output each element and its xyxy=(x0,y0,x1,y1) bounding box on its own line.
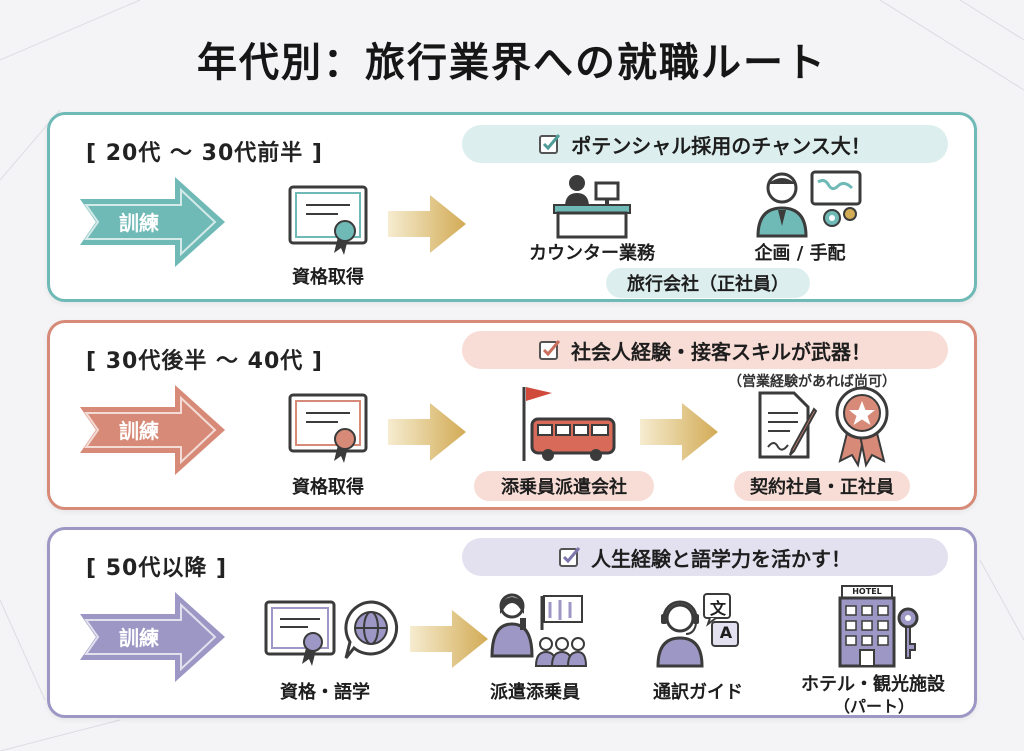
tagline-pill: 社会人経験・接客スキルが武器！ xyxy=(462,331,948,369)
route-step-badge: 添乗員派遣会社 xyxy=(474,471,654,501)
award-badge-icon xyxy=(835,386,889,468)
certificate-icon xyxy=(288,393,368,463)
section-20s: [ 20代 ～ 30代前半 ] ポテンシャル採用のチャンス大！ 訓練 資格取得 … xyxy=(47,112,977,302)
tagline-pill: ポテンシャル採用のチャンス大！ xyxy=(462,125,948,163)
gold-arrow-icon xyxy=(410,610,488,668)
tour-conductor-icon xyxy=(490,593,588,667)
certificate-icon xyxy=(288,185,368,255)
checkbox-icon xyxy=(559,547,581,567)
translate-char-ja: 文 xyxy=(709,599,726,618)
destination-badge: 旅行会社（正社員） xyxy=(606,268,810,298)
role-label: 企画 / 手配 xyxy=(754,243,846,264)
interpreter-headset-icon xyxy=(656,593,739,668)
training-arrow-icon xyxy=(80,592,225,682)
role-label: 派遣添乗員 xyxy=(490,682,580,703)
page-title: 年代別：旅行業界への就職ルート xyxy=(197,39,827,86)
tagline-text: 社会人経験・接客スキルが武器！ xyxy=(571,339,871,364)
note-text: （営業経験があれば尚可） xyxy=(728,374,896,390)
planning-person-icon xyxy=(756,170,862,238)
period-label: [ 50代以降 ] xyxy=(86,556,228,581)
section-30s-40s: [ 30代後半 ～ 40代 ] 社会人経験・接客スキルが武器！ （営業経験があれ… xyxy=(47,320,977,510)
qualification-label: 資格取得 xyxy=(292,267,364,288)
gold-arrow-icon xyxy=(640,403,718,461)
training-arrow-icon xyxy=(80,385,225,475)
checkbox-icon xyxy=(539,340,561,360)
translate-char-en: A xyxy=(719,623,733,642)
checkbox-icon xyxy=(539,134,561,154)
period-label: [ 30代後半 ～ 40代 ] xyxy=(86,349,323,374)
role-label: カウンター業務 xyxy=(529,243,655,264)
training-label: 訓練 xyxy=(119,419,159,443)
bus-flag-icon xyxy=(522,387,616,461)
hotel-key-icon xyxy=(838,585,919,668)
globe-speech-icon xyxy=(344,600,399,659)
training-label: 訓練 xyxy=(119,211,159,235)
tagline-pill: 人生経験と語学力を活かす！ xyxy=(462,538,948,576)
training-arrow-icon xyxy=(80,177,225,267)
qualification-label: 資格・語学 xyxy=(280,682,370,703)
section-50s-plus: [ 50代以降 ] 人生経験と語学力を活かす！ 訓練 資格・語学 xyxy=(47,527,977,718)
gold-arrow-icon xyxy=(388,195,466,253)
reception-desk-icon xyxy=(553,175,631,239)
tagline-text: 人生経験と語学力を活かす！ xyxy=(591,546,851,571)
gold-arrow-icon xyxy=(388,403,466,461)
destination-badge: 契約社員・正社員 xyxy=(734,471,910,501)
role-label: 通訳ガイド xyxy=(653,682,743,703)
period-label: [ 20代 ～ 30代前半 ] xyxy=(86,141,323,166)
training-label: 訓練 xyxy=(119,626,159,650)
role-label: ホテル・観光施設 xyxy=(801,674,945,695)
contract-document-icon xyxy=(758,391,818,459)
qualification-label: 資格取得 xyxy=(292,477,364,498)
certificate-icon xyxy=(264,600,336,666)
tagline-text: ポテンシャル採用のチャンス大！ xyxy=(571,133,871,158)
role-note: （パート） xyxy=(833,697,914,716)
hotel-sign-text: HOTEL xyxy=(852,587,882,596)
